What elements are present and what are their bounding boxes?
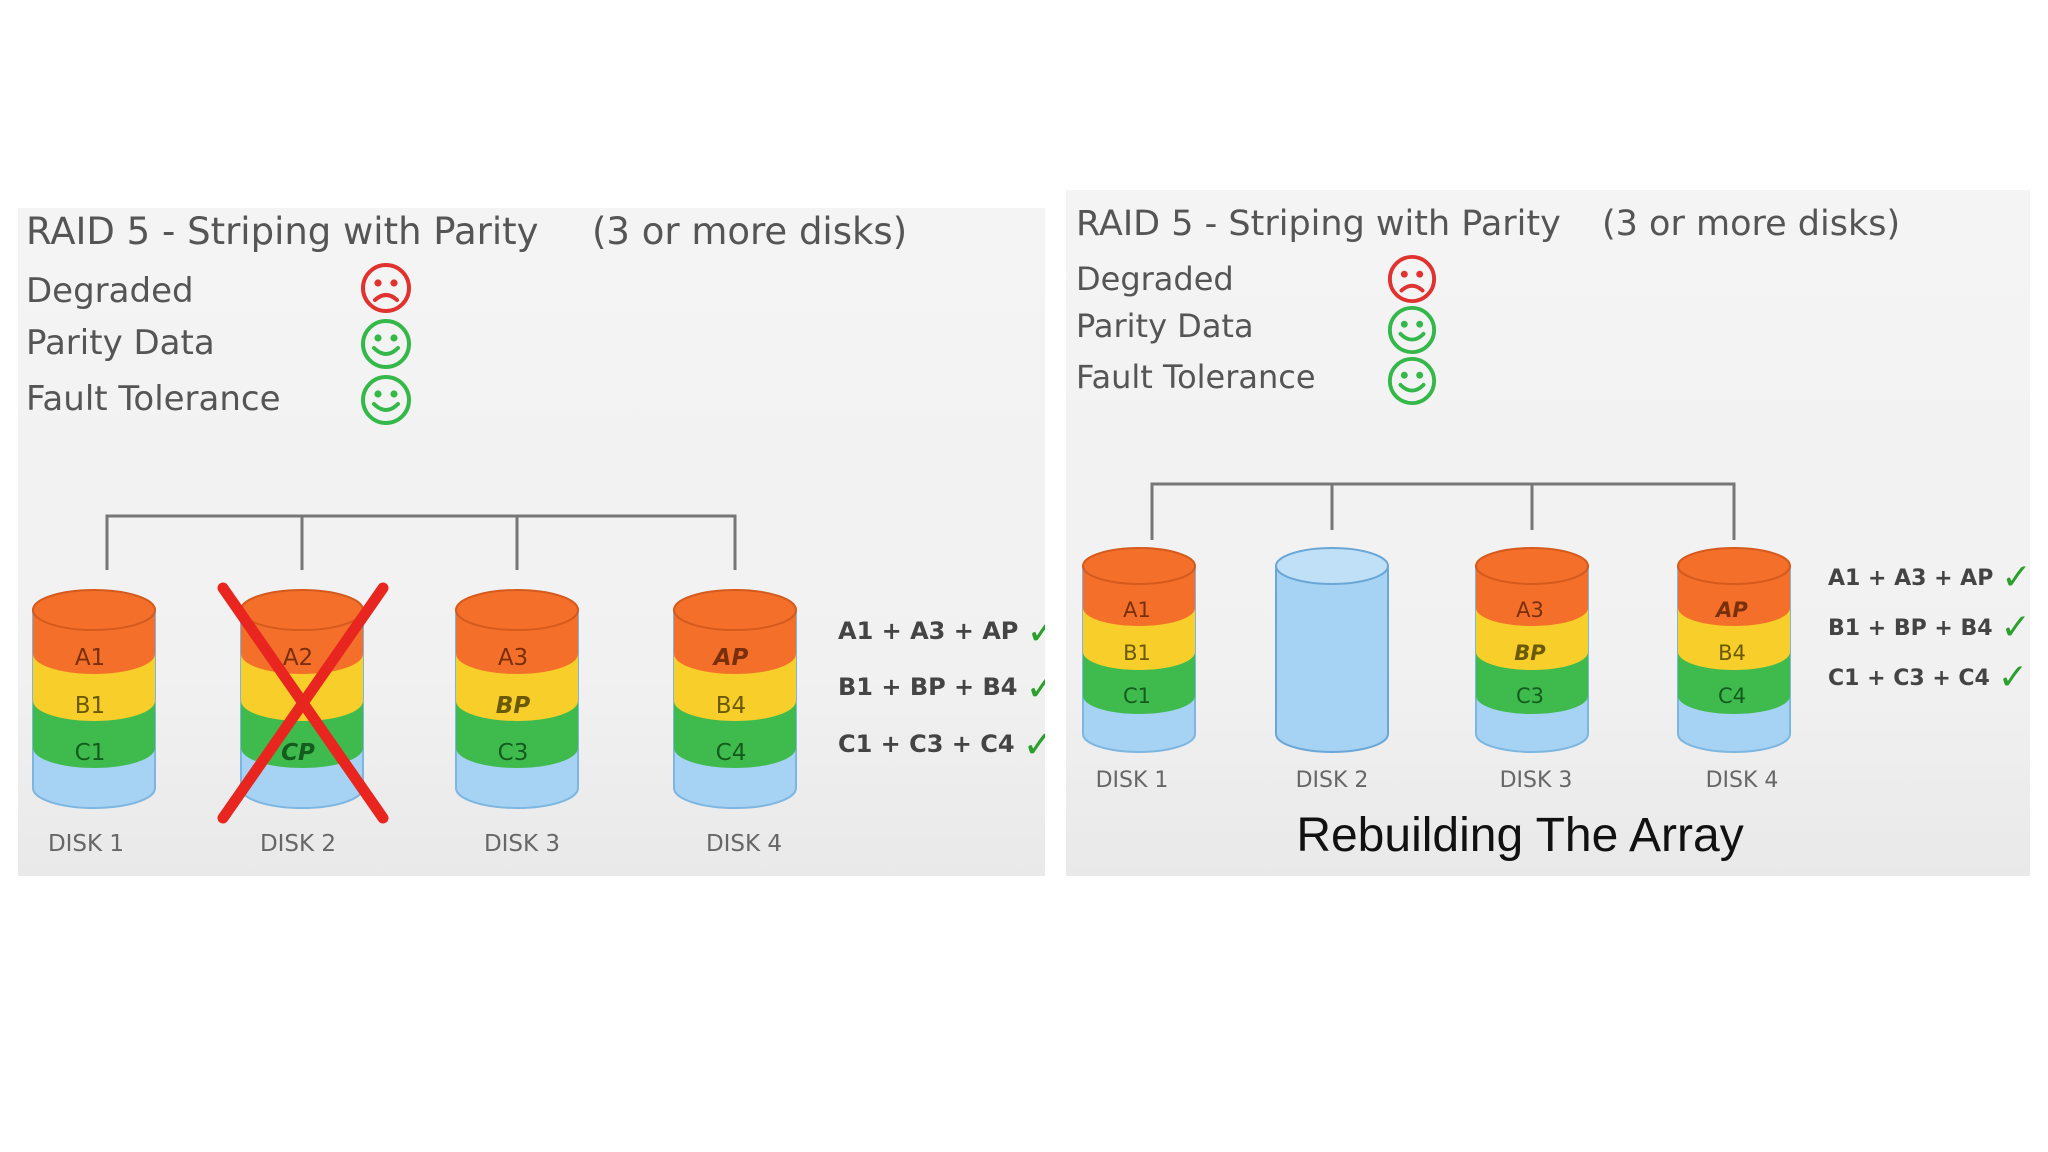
disk-label: DISK 1: [1095, 768, 1169, 793]
panel-title: RAID 5 - Striping with Parity: [26, 210, 539, 253]
check-icon: ✓: [2000, 607, 2030, 648]
rebuilding-caption: Rebuilding The Array: [1296, 809, 1744, 862]
check-icon: ✓: [2001, 557, 2030, 598]
raid5-rebuilding-panel: RAID 5 - Striping with Parity (3 or more…: [1066, 190, 2030, 876]
parity-formula-a: A1 + A3 + AP ✓: [838, 612, 1045, 650]
panel-subtitle: (3 or more disks): [1602, 204, 1901, 244]
parity-formula-a: A1 + A3 + AP ✓: [1828, 560, 2030, 596]
formula-text: B1 + BP + B4: [1828, 615, 1993, 641]
disk-label: DISK 1: [47, 831, 125, 857]
sad-face-icon: [360, 262, 412, 318]
block-label: A2: [283, 645, 313, 671]
disk-4: AP B4 C4: [672, 588, 798, 824]
parity-formula-b: B1 + BP + B4 ✓: [1828, 610, 2030, 646]
formula-text: A1 + A3 + AP: [1828, 565, 1994, 591]
disk-1: A1 B1 C1: [1081, 546, 1197, 768]
happy-face-icon: [360, 374, 412, 430]
parity-block-label: BP: [496, 693, 531, 719]
formula-text: B1 + BP + B4: [838, 673, 1018, 701]
sad-face-icon: [1387, 254, 1437, 308]
block-label: B4: [716, 693, 746, 719]
block-label: C3: [498, 740, 529, 766]
block-label: A1: [1123, 598, 1151, 622]
formula-text: C1 + C3 + C4: [838, 730, 1015, 758]
check-icon: ✓: [1025, 665, 1045, 709]
disk-connection-tree: [105, 514, 737, 570]
block-label: B1: [75, 693, 105, 719]
disk-label: DISK 3: [1499, 768, 1573, 793]
block-label: C1: [1123, 684, 1151, 708]
panel-subtitle: (3 or more disks): [592, 210, 908, 253]
disk-connection-tree: [1150, 482, 1736, 540]
block-label: A1: [75, 645, 105, 671]
parity-formula-c: C1 + C3 + C4 ✓: [838, 725, 1045, 763]
disk-label: DISK 3: [483, 831, 561, 857]
disk-label: DISK 4: [705, 831, 783, 857]
disk-label: DISK 2: [259, 831, 337, 857]
parity-block-label: AP: [1714, 598, 1748, 622]
status-label-fault-tolerance: Fault Tolerance: [26, 379, 281, 419]
happy-face-icon: [1387, 305, 1437, 359]
status-label-degraded: Degraded: [1076, 260, 1234, 298]
disk-4: AP B4 C4: [1676, 546, 1792, 768]
panel-title: RAID 5 - Striping with Parity: [1076, 204, 1561, 244]
raid5-degraded-panel: RAID 5 - Striping with Parity (3 or more…: [18, 208, 1045, 876]
block-label: B1: [1123, 641, 1151, 665]
formula-text: C1 + C3 + C4: [1828, 665, 1990, 691]
block-label: B4: [1718, 641, 1746, 665]
happy-face-icon: [1387, 356, 1437, 410]
status-label-parity-data: Parity Data: [26, 323, 215, 363]
status-label-parity-data: Parity Data: [1076, 307, 1254, 345]
disk-3: A3 BP C3: [1474, 546, 1590, 768]
happy-face-icon: [360, 318, 412, 374]
status-label-degraded: Degraded: [26, 271, 194, 311]
block-label: A3: [1516, 598, 1544, 622]
disk-3: A3 BP C3: [454, 588, 580, 824]
parity-block-label: AP: [712, 645, 749, 671]
parity-block-label: CP: [281, 740, 315, 766]
block-label: C3: [1516, 684, 1544, 708]
block-label: C4: [716, 740, 747, 766]
status-label-fault-tolerance: Fault Tolerance: [1076, 358, 1316, 396]
parity-formula-b: B1 + BP + B4 ✓: [838, 668, 1045, 706]
disk-label: DISK 2: [1295, 768, 1369, 793]
disk-label: DISK 4: [1705, 768, 1779, 793]
block-label: C1: [75, 740, 106, 766]
failed-disk-x-icon: [213, 580, 393, 830]
formula-text: A1 + A3 + AP: [838, 617, 1019, 645]
block-label: A3: [498, 645, 528, 671]
parity-formula-c: C1 + C3 + C4 ✓: [1828, 660, 2028, 696]
disk-2-empty: [1274, 546, 1390, 768]
check-icon: ✓: [1997, 657, 2029, 698]
check-icon: ✓: [1022, 722, 1045, 766]
block-label: C4: [1718, 684, 1746, 708]
check-icon: ✓: [1026, 609, 1045, 653]
parity-block-label: BP: [1514, 641, 1546, 665]
disk-1: A1 B1 C1: [31, 588, 157, 824]
